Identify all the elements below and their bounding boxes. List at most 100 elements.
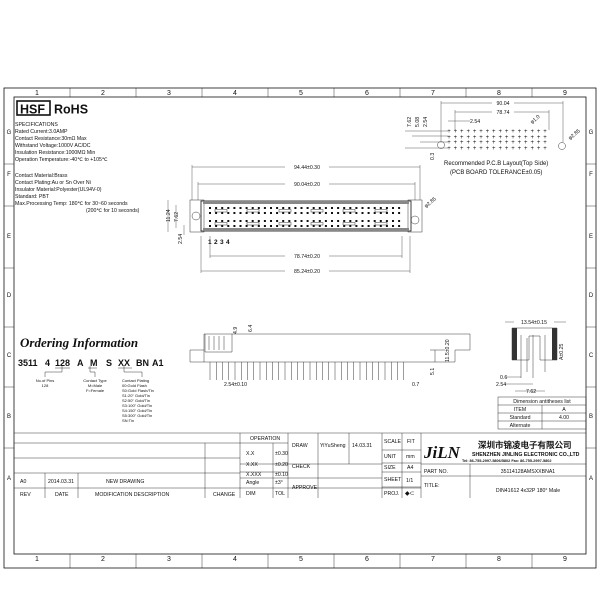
pin bbox=[294, 207, 297, 209]
pin bbox=[324, 225, 327, 227]
pin bbox=[398, 225, 401, 227]
pin bbox=[215, 212, 218, 214]
pin bbox=[306, 225, 309, 227]
pin bbox=[355, 225, 358, 227]
code-segment: 128 bbox=[55, 358, 70, 368]
pin bbox=[349, 225, 352, 227]
pin bbox=[276, 220, 279, 222]
plating-note: S2:50" Gold/Tin bbox=[122, 398, 150, 403]
pin bbox=[245, 212, 248, 214]
pin bbox=[263, 207, 266, 209]
pin bbox=[215, 225, 218, 227]
sheet-info-sheet: 1/1 bbox=[406, 478, 413, 484]
pin bbox=[294, 212, 297, 214]
pcb-hole: + bbox=[498, 129, 502, 135]
front-view: 94.44±0.30 90.04±0.20 78.74±0.20 85.24±0… bbox=[166, 164, 438, 275]
pcb-hole: + bbox=[511, 135, 515, 141]
front-view-dims-h2: 7.62 bbox=[174, 212, 180, 222]
projection-symbol: ◆⊂ bbox=[405, 491, 415, 497]
pcb-layout-dims-v2: 5.08 bbox=[415, 117, 421, 127]
pcb-hole: + bbox=[473, 140, 477, 146]
pcb-hole: + bbox=[486, 129, 490, 135]
part-title: DIN41612 4x32P 180° Male bbox=[496, 488, 560, 494]
type-note: Contact Type bbox=[83, 378, 107, 383]
tolerances-rows-3-1: ±3° bbox=[275, 480, 283, 486]
pcb-hole: + bbox=[473, 146, 477, 152]
pin bbox=[373, 225, 376, 227]
pin bbox=[343, 220, 346, 222]
pin bbox=[361, 220, 364, 222]
pcb-hole: + bbox=[460, 146, 464, 152]
pcb-hole: + bbox=[530, 140, 534, 146]
column-label-top: 9 bbox=[563, 90, 567, 97]
front-view-dims-h1: 11.24 bbox=[166, 209, 172, 222]
material-line: (200℃ for 10 seconds) bbox=[86, 208, 140, 214]
pin bbox=[392, 225, 394, 227]
pin bbox=[373, 212, 376, 214]
pcb-hole: + bbox=[537, 129, 541, 135]
revision-rows-0-2: NEW DRAWING bbox=[106, 479, 144, 485]
sheet-info-size-label: SIZE bbox=[384, 465, 396, 471]
pin bbox=[392, 207, 394, 209]
pin bbox=[355, 220, 358, 222]
pcb-hole: + bbox=[524, 146, 528, 152]
pcb-hole: + bbox=[543, 140, 547, 146]
type-note: F=Female bbox=[86, 388, 105, 393]
tolerances-rows-2-0: X.XXX bbox=[246, 472, 262, 478]
column-label-top: 5 bbox=[299, 90, 303, 97]
pcb-hole: + bbox=[543, 135, 547, 141]
pcb-hole: + bbox=[486, 146, 490, 152]
pin bbox=[312, 225, 315, 227]
pin bbox=[361, 225, 364, 227]
tolerances-title: OPERATION bbox=[250, 436, 280, 442]
pin bbox=[209, 225, 211, 227]
pcb-layout-dims-pin-span: 78.74 bbox=[497, 110, 510, 116]
tolerances-rows-1-1: ±0.20 bbox=[275, 462, 288, 468]
pcb-hole: + bbox=[447, 140, 451, 146]
pcb-layout-dims-v1: 7.62 bbox=[407, 117, 413, 127]
tolerances-footer-0: DIM bbox=[246, 491, 256, 497]
pin bbox=[251, 225, 254, 227]
pin bbox=[270, 212, 272, 214]
pcb-hole: + bbox=[479, 135, 483, 141]
pin bbox=[276, 225, 279, 227]
code-segment: XX bbox=[118, 358, 130, 368]
pcb-hole: + bbox=[518, 135, 522, 141]
pcb-hole: + bbox=[479, 129, 483, 135]
pin bbox=[263, 220, 266, 222]
row-label-right: A bbox=[589, 476, 593, 482]
column-label-top: 7 bbox=[431, 90, 435, 97]
pcb-hole: + bbox=[537, 135, 541, 141]
side-view-dims-height: 11.5±0.20 bbox=[445, 339, 451, 362]
spec-line: Contact Resistance:30mΩ Max bbox=[15, 136, 87, 142]
pcb-hole: + bbox=[530, 129, 534, 135]
sheet-info-unit: mm bbox=[406, 454, 415, 460]
sheet-info-size: A4 bbox=[407, 465, 413, 471]
sheet-info-proj-label: PROJ. bbox=[384, 491, 399, 497]
row-label-right: B bbox=[589, 414, 593, 420]
end-view-dims-width: 13.54±0.15 bbox=[521, 320, 547, 326]
part-title-label: TITLE: bbox=[424, 483, 440, 489]
end-view-dims-a: A±0.25 bbox=[559, 343, 565, 360]
pin bbox=[263, 212, 266, 214]
pcb-hole: + bbox=[505, 140, 509, 146]
pin bbox=[300, 220, 303, 222]
tolerances-rows-1-0: X.XX bbox=[246, 462, 258, 468]
pcb-caption: Recommended P.C.B Layout(Top Side) bbox=[444, 161, 548, 167]
column-label-bottom: 4 bbox=[233, 556, 237, 563]
pin bbox=[300, 207, 303, 209]
part-part-no: 35114128AMSXXBNA1 bbox=[501, 469, 556, 475]
pcb-hole: + bbox=[473, 129, 477, 135]
code-segment: A bbox=[77, 358, 84, 368]
tolerances-rows-3-0: Angle bbox=[246, 480, 259, 486]
company-contact: Tel: 86-755-2997-5806/5802 Fax: 86-755-2… bbox=[462, 459, 551, 463]
front-view-dims-h3: 2.54 bbox=[178, 234, 184, 244]
dimension-table-rows-2-0: Alternate bbox=[510, 423, 531, 429]
sheet-info-sheet-label: SHEET bbox=[384, 477, 402, 483]
pin bbox=[282, 207, 285, 209]
row-label-left: B bbox=[7, 414, 11, 420]
title-block: OPERATION X.X ±0.30 X.XX ±0.20 X.XXX ±0.… bbox=[14, 432, 586, 498]
pin bbox=[379, 225, 382, 227]
